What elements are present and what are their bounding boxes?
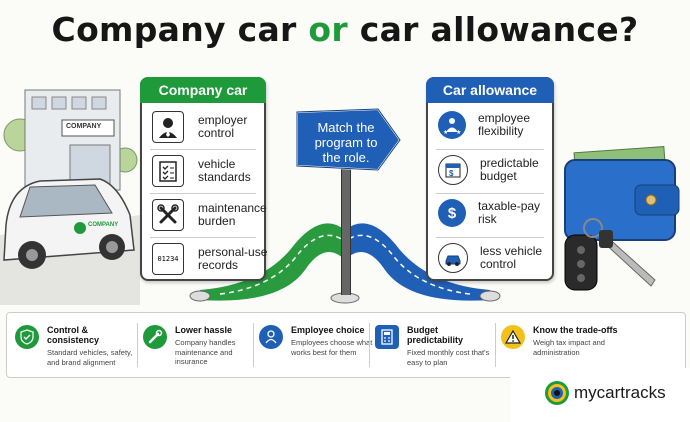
dollar-icon: $ — [438, 199, 466, 227]
company-illustration — [0, 89, 140, 305]
car-allowance-item: ★★ employee flexibility — [438, 111, 548, 139]
sign-post — [341, 165, 351, 295]
building-sign: COMPANY — [66, 123, 102, 130]
item-label: employer control — [198, 113, 248, 140]
item-label: employee flexibility — [478, 111, 531, 138]
company-car-panel: Company car employer control vehicle sta… — [140, 77, 268, 281]
feature-desc: Weigh tax impact and administration — [533, 338, 605, 357]
wrench-icon — [143, 325, 167, 349]
brand-logo-icon — [545, 381, 569, 405]
car-allowance-item: $ predictable budget — [438, 155, 550, 185]
company-car-item: 01234 personal-use records — [152, 243, 268, 275]
checklist-icon — [152, 155, 184, 187]
direction-sign — [296, 107, 402, 172]
feature-budget: Budget predictability Fixed monthly cost… — [375, 325, 495, 367]
feature-desc: Standard vehicles, safety, and brand ali… — [47, 348, 133, 367]
sign-text: Match the program to the role. — [314, 120, 378, 165]
company-car-header: Company car — [140, 77, 266, 103]
shield-check-icon — [15, 325, 39, 349]
car-door-logo: COMPANY — [88, 222, 119, 228]
title-part-1: Company car — [51, 10, 309, 49]
brand-box: mycartracks — [510, 368, 690, 422]
svg-text:★: ★ — [456, 129, 461, 135]
feature-hassle: Lower hassle Company handles maintenance… — [143, 325, 253, 367]
car-allowance-header: Car allowance — [426, 77, 554, 103]
feature-title: Lower hassle — [175, 325, 233, 335]
title-part-3: car allowance? — [347, 10, 639, 49]
odometer-digits: 01234 — [157, 255, 179, 263]
title-or: or — [308, 10, 348, 49]
item-label: taxable-pay risk — [478, 199, 541, 226]
person-icon — [152, 111, 184, 143]
feature-desc: Company handles maintenance and insuranc… — [175, 338, 236, 366]
feature-desc: Employees choose what works best for the… — [291, 338, 373, 357]
item-label: maintenance burden — [198, 201, 267, 228]
page-title: Company car or car allowance? — [0, 10, 690, 49]
car-icon — [438, 243, 468, 273]
feature-control: Control & consistency Standard vehicles,… — [15, 325, 135, 367]
car-allowance-panel: Car allowance ★★ employee flexibility $ … — [426, 77, 554, 281]
feature-title: Control & consistency — [47, 325, 100, 345]
feature-tradeoffs: Know the trade-offs Weigh tax impact and… — [501, 325, 631, 357]
roads-illustration — [189, 223, 501, 304]
svg-text:★: ★ — [443, 129, 448, 135]
person-icon — [259, 325, 283, 349]
odometer-icon: 01234 — [152, 243, 184, 275]
warning-icon — [501, 325, 525, 349]
brand-name: mycartracks — [574, 383, 666, 402]
company-car-item: vehicle standards — [152, 155, 258, 187]
item-label: personal-use records — [198, 245, 268, 272]
wrench-icon — [152, 199, 184, 231]
wallet-keys-illustration — [564, 146, 680, 291]
feature-title: Budget predictability — [407, 325, 464, 345]
item-label: vehicle standards — [198, 157, 251, 184]
calculator-icon — [375, 325, 399, 349]
item-label: predictable budget — [480, 156, 539, 183]
feature-choice: Employee choice Employees choose what wo… — [259, 325, 373, 357]
car-allowance-item: $ taxable-pay risk — [438, 199, 548, 227]
feature-title: Know the trade-offs — [533, 325, 618, 335]
svg-text:$: $ — [449, 169, 454, 178]
feature-title: Employee choice — [291, 325, 365, 335]
item-label: less vehicle control — [480, 244, 543, 271]
car-allowance-item: less vehicle control — [438, 243, 550, 273]
calendar-dollar-icon: $ — [438, 155, 468, 185]
company-car-item: employer control — [152, 111, 268, 143]
company-car-item: maintenance burden — [152, 199, 268, 231]
people-stars-icon: ★★ — [438, 111, 466, 139]
feature-desc: Fixed monthly cost that's easy to plan — [407, 348, 490, 367]
features-strip: Control & consistency Standard vehicles,… — [6, 312, 686, 378]
